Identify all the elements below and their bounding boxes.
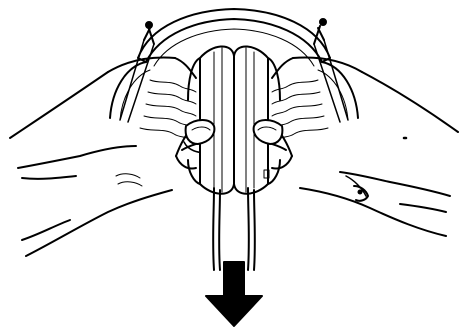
left-hand (10, 58, 212, 256)
left-slider-pin-icon (120, 22, 154, 122)
down-arrow-icon (206, 262, 262, 326)
right-ear-cup (234, 46, 280, 270)
left-ear-cup (188, 46, 234, 270)
right-hand (256, 58, 458, 236)
